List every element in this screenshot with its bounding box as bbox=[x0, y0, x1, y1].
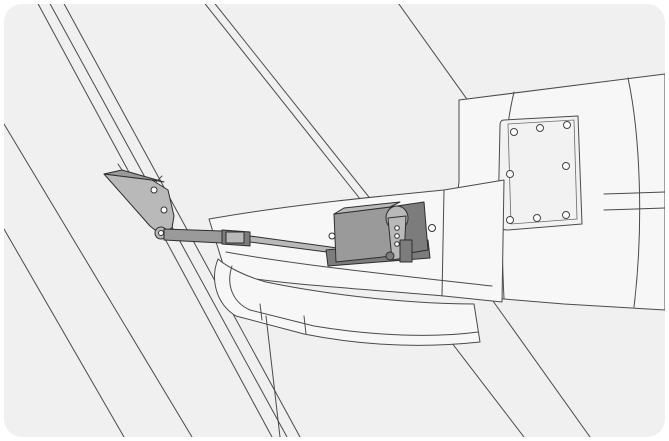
horn-hole-icon bbox=[160, 206, 168, 214]
rivet-icon bbox=[533, 214, 541, 222]
hatch-cover bbox=[497, 115, 583, 231]
servo-linkage-illustration bbox=[4, 4, 665, 437]
wing-skin bbox=[4, 4, 591, 437]
arm-hole-icon bbox=[394, 225, 400, 231]
rivet-icon bbox=[506, 216, 514, 224]
rivet-icon bbox=[562, 211, 570, 219]
horn-hole-icon bbox=[150, 186, 158, 194]
arm-hole-icon bbox=[394, 233, 400, 239]
screw-icon bbox=[428, 224, 436, 232]
pushrod-connector bbox=[225, 231, 245, 244]
control-horn bbox=[103, 163, 175, 240]
aileron bbox=[214, 258, 481, 437]
rivet-icon bbox=[536, 124, 544, 132]
clevis-hole-icon bbox=[158, 230, 164, 236]
servo bbox=[325, 201, 436, 267]
linkage-stopper-icon bbox=[385, 251, 395, 261]
arm-hole-icon bbox=[394, 241, 400, 247]
illustration-frame bbox=[4, 4, 665, 437]
rivet-icon bbox=[510, 128, 518, 136]
rivet-icon bbox=[562, 162, 570, 170]
screw-icon bbox=[328, 232, 336, 240]
rivet-icon bbox=[506, 170, 514, 178]
rivet-icon bbox=[563, 121, 571, 129]
